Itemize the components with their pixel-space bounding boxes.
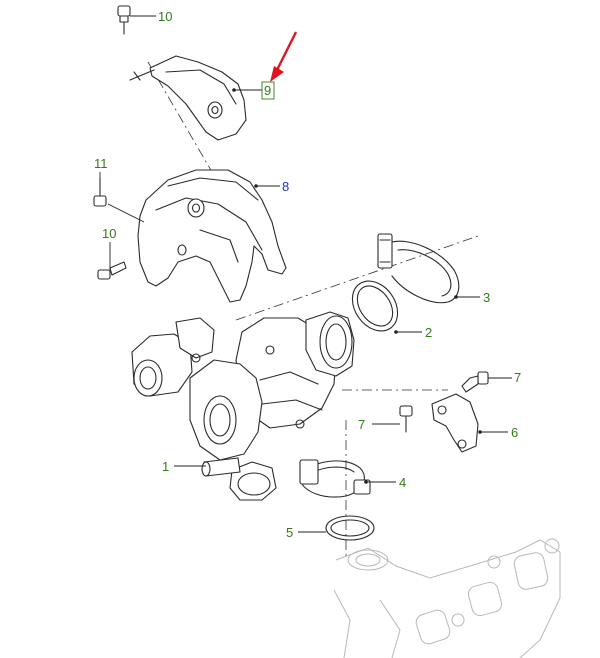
bolt-11 xyxy=(93,177,107,207)
callout-4: 4 xyxy=(399,475,406,490)
red-arrow xyxy=(270,31,298,82)
callout-9: 9 xyxy=(264,83,271,98)
callout-3: 3 xyxy=(483,290,490,305)
callout-2: 2 xyxy=(425,325,432,340)
callout-5: 5 xyxy=(286,525,293,540)
callout-10-top: 10 xyxy=(158,9,172,24)
callout-7-right: 7 xyxy=(514,370,521,385)
heat-shield-upper-9 xyxy=(129,55,247,141)
bolt-10-top xyxy=(117,5,131,35)
bolt-7-right xyxy=(461,371,489,393)
callouts: 10 9 8 11 10 3 2 7 7 6 1 4 5 xyxy=(94,9,521,540)
callout-11: 11 xyxy=(94,156,108,171)
center-lines xyxy=(147,61,479,560)
callout-8: 8 xyxy=(282,179,289,194)
gasket-5 xyxy=(325,515,375,541)
callout-1: 1 xyxy=(162,459,169,474)
callout-9-box xyxy=(261,81,275,100)
heat-shield-lower-8 xyxy=(137,169,287,303)
callout-10-left: 10 xyxy=(102,226,116,241)
callout-7-mid: 7 xyxy=(358,417,365,432)
turbocharger-1 xyxy=(131,311,355,501)
leader-lines xyxy=(99,15,512,533)
gasket-ring-2 xyxy=(351,280,399,332)
bracket-6 xyxy=(431,393,479,453)
v-band-clamp-3 xyxy=(377,233,460,304)
bolt-10-left xyxy=(97,261,127,280)
exhaust-manifold xyxy=(333,538,561,658)
bolt-7-mid xyxy=(399,405,413,433)
clamp-4 xyxy=(299,459,371,498)
callout-6: 6 xyxy=(511,425,518,440)
